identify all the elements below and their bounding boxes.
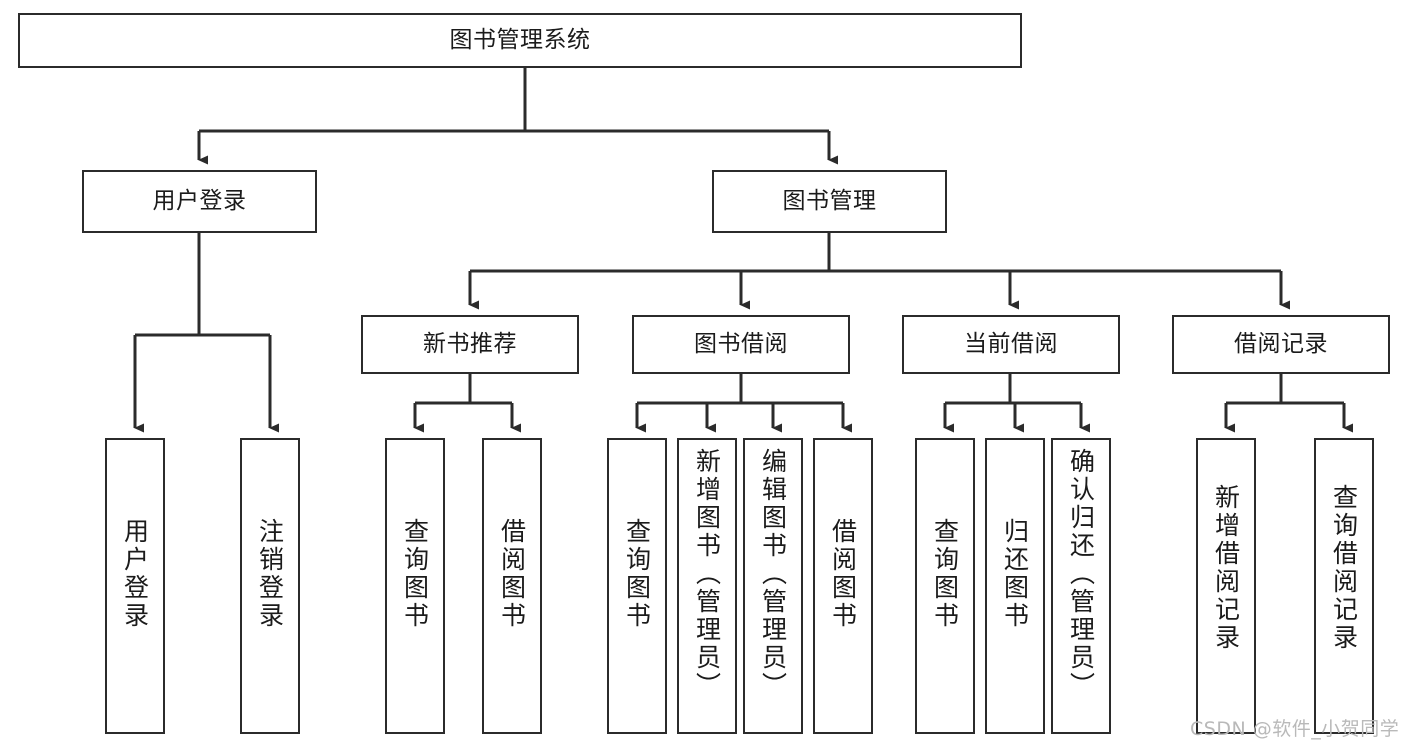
node-label: 用户登录 bbox=[120, 518, 150, 630]
node-label: 借阅记录 bbox=[1234, 331, 1328, 358]
leaf-current-query-book[interactable]: 查询图书 bbox=[915, 438, 975, 734]
node-label: 查询借阅记录 bbox=[1329, 484, 1359, 652]
node-root-system[interactable]: 图书管理系统 bbox=[18, 13, 1022, 68]
leaf-borrow-query-book[interactable]: 查询图书 bbox=[607, 438, 667, 734]
leaf-user-login-login[interactable]: 用户登录 bbox=[105, 438, 165, 734]
node-label: 图书管理 bbox=[782, 188, 877, 215]
node-new-book-recommend[interactable]: 新书推荐 bbox=[361, 315, 579, 374]
watermark-text: CSDN @软件_小贺同学 bbox=[1190, 718, 1400, 740]
node-label: 确认归还（管理员） bbox=[1066, 448, 1096, 700]
node-book-management[interactable]: 图书管理 bbox=[712, 170, 947, 233]
node-current-borrow[interactable]: 当前借阅 bbox=[902, 315, 1120, 374]
leaf-recommend-borrow-book[interactable]: 借阅图书 bbox=[482, 438, 542, 734]
node-label: 编辑图书（管理员） bbox=[758, 448, 788, 700]
node-label: 借阅图书 bbox=[497, 518, 527, 630]
node-label: 新书推荐 bbox=[423, 331, 517, 358]
leaf-borrow-borrow-book[interactable]: 借阅图书 bbox=[813, 438, 873, 734]
node-label: 查询图书 bbox=[930, 518, 960, 630]
node-label: 查询图书 bbox=[622, 518, 652, 630]
node-label: 注销登录 bbox=[255, 518, 285, 630]
node-label: 新增图书（管理员） bbox=[692, 448, 722, 700]
node-label: 图书管理系统 bbox=[449, 27, 591, 54]
node-label: 新增借阅记录 bbox=[1211, 484, 1241, 652]
leaf-record-query-record[interactable]: 查询借阅记录 bbox=[1314, 438, 1374, 734]
leaf-borrow-edit-book-admin[interactable]: 编辑图书（管理员） bbox=[743, 438, 803, 734]
node-label: 当前借阅 bbox=[964, 331, 1058, 358]
node-borrow-record[interactable]: 借阅记录 bbox=[1172, 315, 1390, 374]
leaf-current-return-book[interactable]: 归还图书 bbox=[985, 438, 1045, 734]
leaf-current-confirm-return-admin[interactable]: 确认归还（管理员） bbox=[1051, 438, 1111, 734]
node-label: 图书借阅 bbox=[694, 331, 788, 358]
leaf-recommend-query-book[interactable]: 查询图书 bbox=[385, 438, 445, 734]
node-label: 用户登录 bbox=[152, 188, 247, 215]
node-book-borrow[interactable]: 图书借阅 bbox=[632, 315, 850, 374]
leaf-borrow-add-book-admin[interactable]: 新增图书（管理员） bbox=[677, 438, 737, 734]
node-user-login[interactable]: 用户登录 bbox=[82, 170, 317, 233]
leaf-record-add-record[interactable]: 新增借阅记录 bbox=[1196, 438, 1256, 734]
node-label: 查询图书 bbox=[400, 518, 430, 630]
node-label: 归还图书 bbox=[1000, 518, 1030, 630]
leaf-user-login-logout[interactable]: 注销登录 bbox=[240, 438, 300, 734]
node-label: 借阅图书 bbox=[828, 518, 858, 630]
